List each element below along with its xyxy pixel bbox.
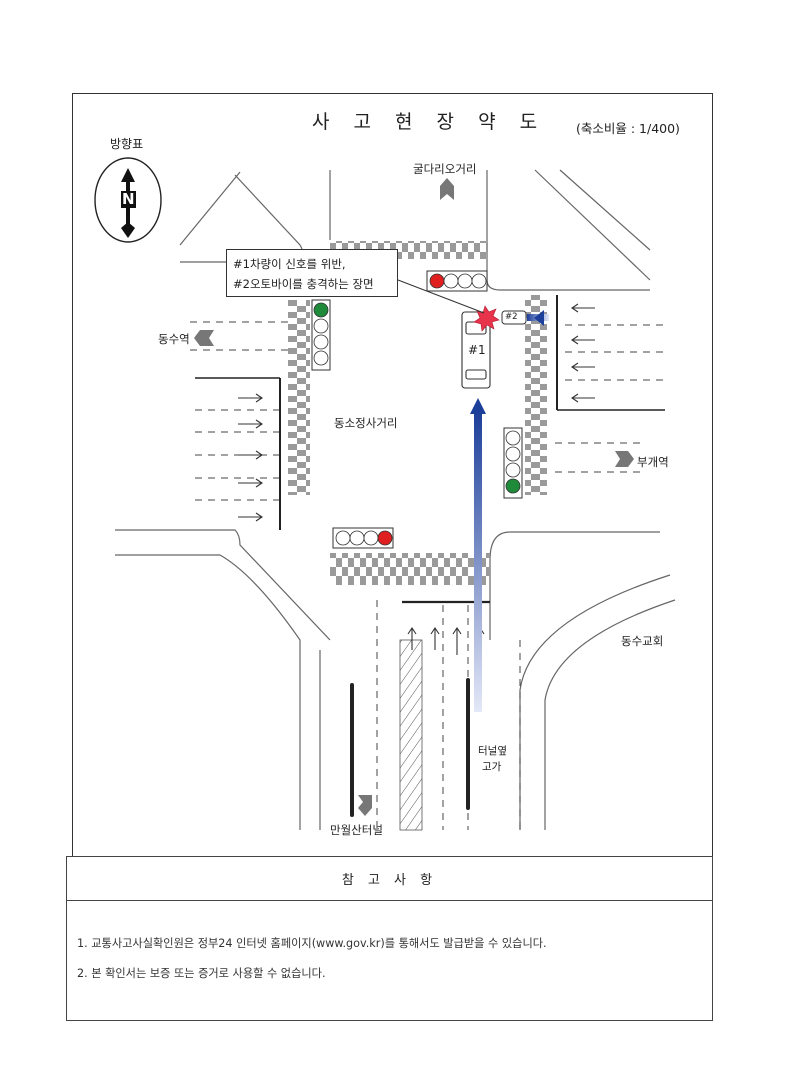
north-direction-icon bbox=[440, 178, 454, 200]
motorcycle-label: #2 bbox=[505, 312, 518, 322]
compass-letter: N bbox=[121, 190, 136, 208]
west-direction-icon bbox=[194, 330, 214, 346]
car-label: #1 bbox=[468, 343, 486, 357]
collision-icon bbox=[473, 305, 500, 332]
east-lane-arrows bbox=[571, 303, 595, 403]
label-east: 부개역 bbox=[637, 455, 669, 469]
sketch-frame bbox=[72, 93, 713, 857]
page-title: 사 고 현 장 약 도 bbox=[312, 111, 547, 133]
label-west: 동수역 bbox=[158, 332, 190, 346]
scale-label: (축소비율 : 1/400) bbox=[576, 121, 680, 136]
label-south: 만월산터널 bbox=[330, 823, 383, 837]
crosswalk-east bbox=[525, 295, 547, 495]
signal-south bbox=[332, 527, 394, 549]
signal-north bbox=[426, 270, 488, 292]
label-north: 굴다리오거리 bbox=[413, 162, 477, 176]
east-direction-icon bbox=[615, 451, 634, 467]
median-hatch bbox=[399, 639, 423, 831]
signal-west bbox=[311, 299, 331, 371]
callout-line-1: #1차량이 신호를 위반, bbox=[233, 257, 346, 271]
compass-label: 방향표 bbox=[110, 137, 144, 151]
callout-leader bbox=[397, 279, 485, 314]
crosswalk-west bbox=[288, 300, 310, 495]
notes-section: 참 고 사 항 1. 교통사고사실확인원은 정부24 인터넷 홈페이지(www.… bbox=[66, 856, 713, 1021]
crosswalk-south bbox=[330, 553, 490, 585]
east-lane-lines bbox=[555, 324, 665, 473]
callout-line-2: #2오토바이를 충격하는 장면 bbox=[233, 277, 374, 291]
note-item-1: 1. 교통사고사실확인원은 정부24 인터넷 홈페이지(www.gov.kr)를… bbox=[77, 937, 547, 950]
west-lane-arrows bbox=[238, 393, 263, 522]
south-direction-icon bbox=[358, 795, 372, 816]
car-path-arrow bbox=[474, 412, 482, 712]
label-overpass-1: 터널옆 bbox=[478, 745, 507, 757]
callout-box: #1차량이 신호를 위반, #2오토바이를 충격하는 장면 bbox=[226, 249, 398, 297]
label-church: 동수교회 bbox=[621, 634, 664, 648]
label-overpass-2: 고가 bbox=[482, 761, 502, 773]
note-item-2: 2. 본 확인서는 보증 또는 증거로 사용할 수 없습니다. bbox=[77, 967, 326, 980]
west-lane-lines bbox=[190, 321, 290, 501]
label-intersection: 동소정사거리 bbox=[334, 416, 398, 430]
signal-east bbox=[503, 427, 523, 499]
motorcycle-2 bbox=[501, 310, 527, 325]
car-1 bbox=[461, 311, 491, 389]
notes-header: 참 고 사 항 bbox=[67, 857, 712, 901]
